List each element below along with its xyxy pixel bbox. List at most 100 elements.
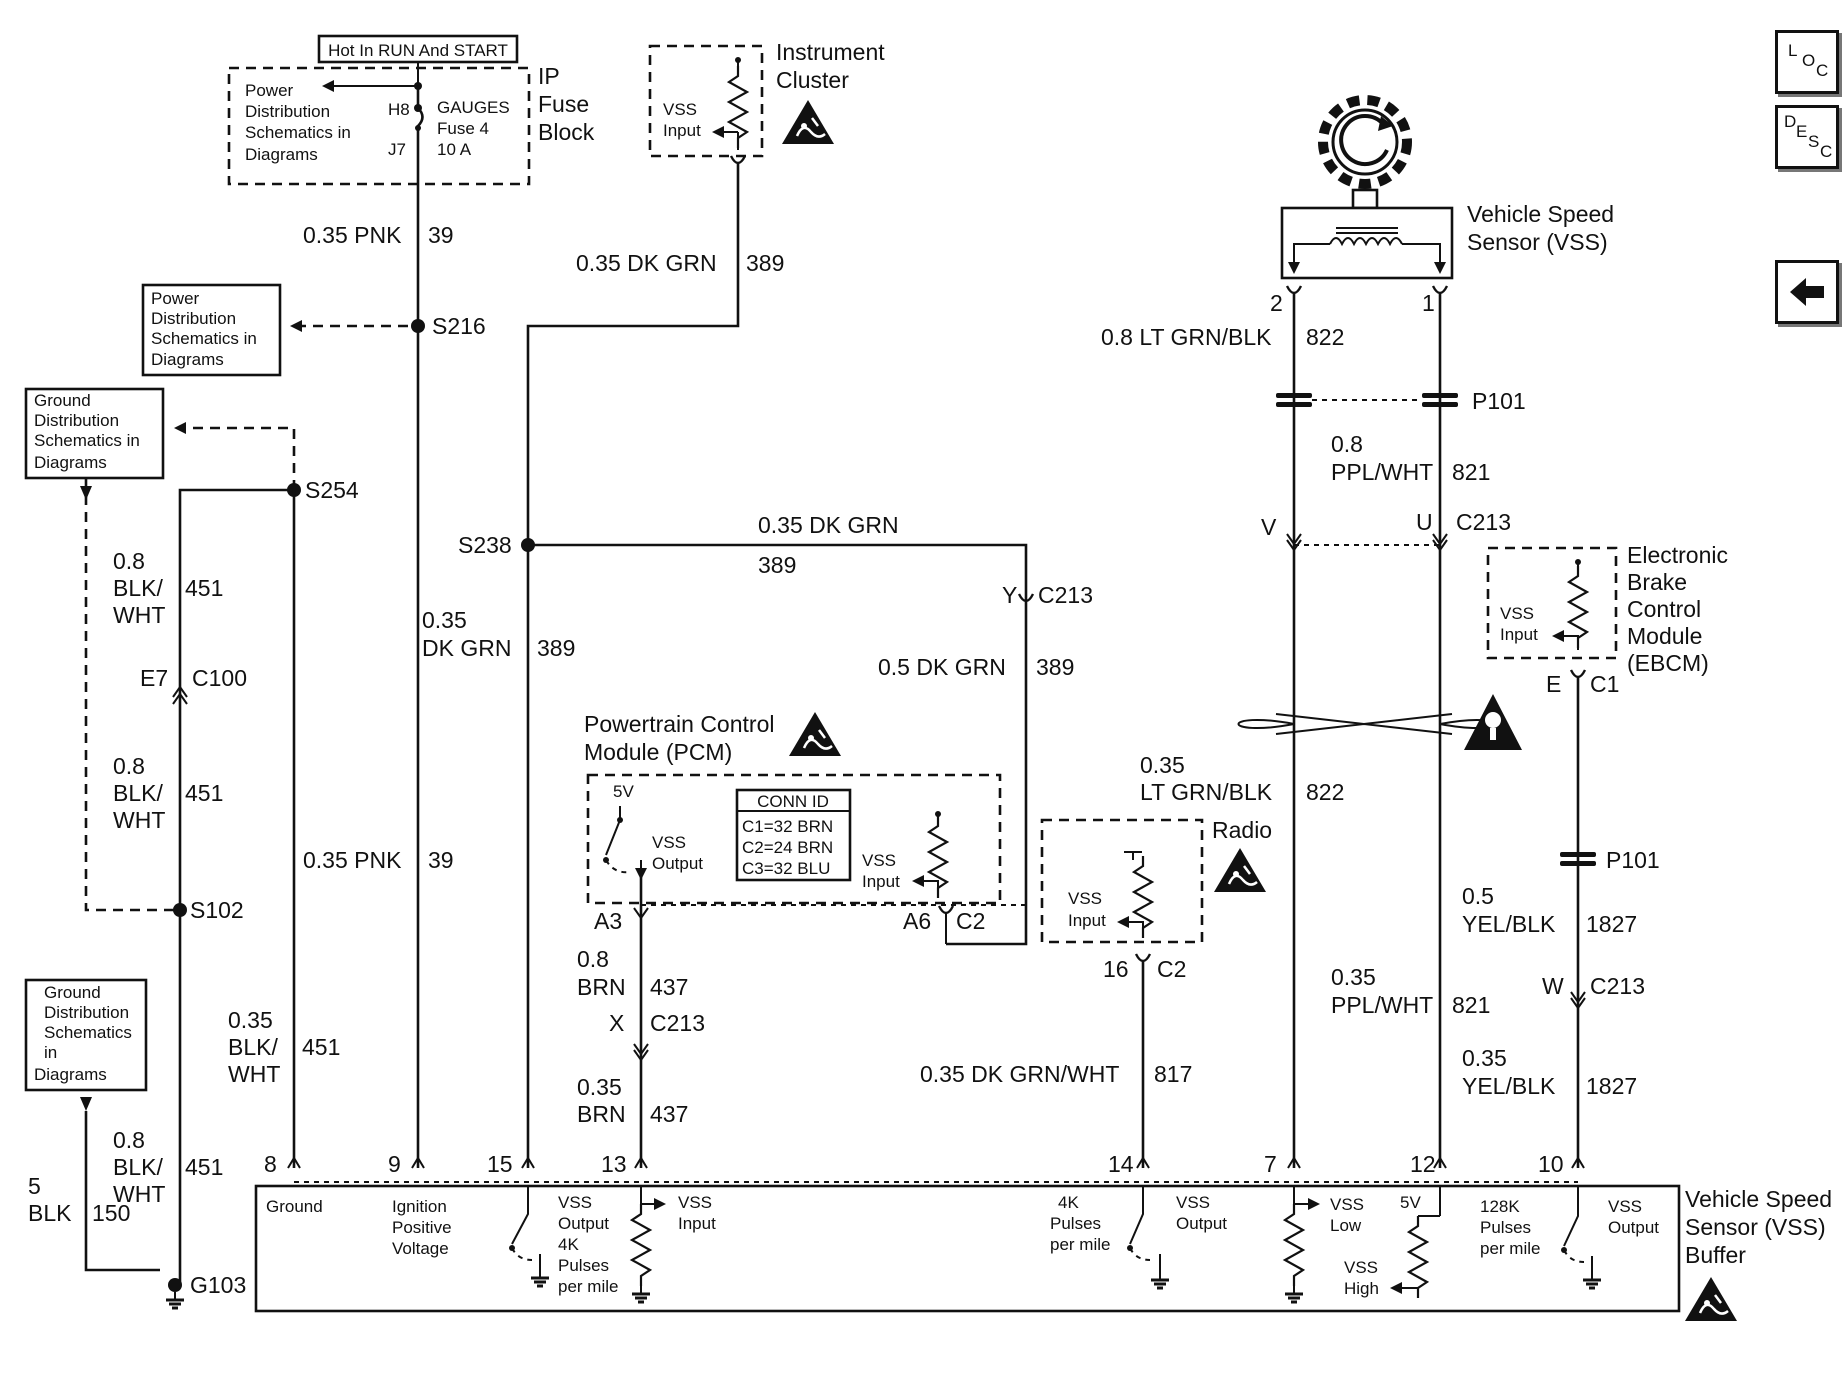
svg-text:437: 437 [650, 1101, 688, 1127]
connector-p101 [1276, 393, 1458, 407]
loc-letter: L [1788, 41, 1798, 60]
loc-button[interactable]: L O C [1775, 30, 1839, 94]
buffer-ground-label: Ground [266, 1197, 323, 1216]
svg-text:C3=32 BLU: C3=32 BLU [742, 859, 830, 878]
svg-text:Diagrams: Diagrams [34, 1065, 107, 1084]
svg-text:0.5: 0.5 [1462, 883, 1494, 909]
svg-text:Control: Control [1627, 596, 1701, 622]
svg-text:CONN ID: CONN ID [757, 792, 829, 811]
svg-text:Schematics in: Schematics in [245, 123, 351, 142]
svg-text:BLK/: BLK/ [113, 780, 163, 806]
wire-label-821-top: 0.8 PPL/WHT 821 [1331, 431, 1490, 485]
wire-number: 39 [428, 847, 454, 873]
connector-pin: W [1542, 973, 1564, 999]
svg-text:DK GRN: DK GRN [422, 635, 511, 661]
svg-text:BRN: BRN [577, 1101, 626, 1127]
connector-radio-c2 [1134, 952, 1152, 963]
wire-451-left [178, 488, 294, 1285]
svg-text:Vehicle Speed: Vehicle Speed [1685, 1186, 1832, 1212]
connector-a3 [633, 907, 649, 920]
svg-text:BLK: BLK [28, 1200, 72, 1226]
buffer-pins: 8 9 15 13 14 7 12 10 [264, 1151, 1564, 1177]
svg-text:0.35: 0.35 [228, 1007, 273, 1033]
svg-text:0.8: 0.8 [113, 1127, 145, 1153]
svg-text:VSS: VSS [1344, 1258, 1378, 1277]
switch-icon [511, 1186, 529, 1245]
wire-label-451-a: 0.8 BLK/ WHT 451 [113, 548, 223, 628]
instrument-cluster-label: Instrument Cluster [776, 39, 885, 93]
svg-text:BLK/: BLK/ [228, 1034, 278, 1060]
splice-s216 [411, 319, 425, 333]
arrow-icon [174, 422, 186, 434]
svg-text:Pulses: Pulses [1480, 1218, 1531, 1237]
svg-text:389: 389 [537, 635, 575, 661]
svg-text:Sensor (VSS): Sensor (VSS) [1467, 229, 1608, 255]
esd-sensitive-icon [787, 710, 843, 758]
svg-text:12: 12 [1410, 1151, 1436, 1177]
wire-label-389-mid: 0.35 DK GRN [758, 512, 899, 538]
svg-text:Instrument: Instrument [776, 39, 885, 65]
connector-label: C2 [956, 908, 985, 934]
svg-text:0.8: 0.8 [113, 548, 145, 574]
svg-text:0.8: 0.8 [577, 946, 609, 972]
arrow-icon [712, 126, 724, 138]
buffer-128k-label: 128K Pulses per mile [1480, 1197, 1540, 1258]
connector-pin: A6 [903, 908, 931, 934]
svg-text:0.35: 0.35 [577, 1074, 622, 1100]
svg-text:C1=32 BRN: C1=32 BRN [742, 817, 833, 836]
esd-sensitive-icon [1683, 1275, 1739, 1323]
svg-text:Input: Input [678, 1214, 716, 1233]
vss-sensor-box [1280, 206, 1454, 280]
connector-label: C213 [650, 1010, 705, 1036]
wire-label-389-05: 0.5 DK GRN [878, 654, 1006, 680]
svg-text:4K: 4K [1058, 1193, 1079, 1212]
ebcm-vss-input: VSS Input [1500, 604, 1538, 644]
switch-icon [605, 806, 621, 856]
connector-pin: A3 [594, 908, 622, 934]
connector-vss-1 [1431, 284, 1449, 295]
svg-text:0.35: 0.35 [1140, 752, 1185, 778]
svg-text:Hot In RUN And START: Hot In RUN And START [328, 41, 508, 60]
fuse-pin-h8: H8 [388, 100, 410, 119]
svg-text:WHT: WHT [113, 1181, 165, 1207]
svg-text:Fuse: Fuse [538, 91, 589, 117]
svg-text:Diagrams: Diagrams [34, 453, 107, 472]
radio-vss-input: VSS Input [1068, 889, 1106, 930]
svg-text:5: 5 [28, 1173, 41, 1199]
connector-label: C213 [1590, 973, 1645, 999]
connector-label: C100 [192, 665, 247, 691]
connector-c213-w [1570, 991, 1586, 1010]
esd-sensitive-icon [1212, 846, 1268, 894]
svg-text:Input: Input [862, 872, 900, 891]
back-button[interactable] [1775, 260, 1839, 324]
pcm-vss-output: VSS Output [652, 833, 703, 873]
voltage-label: 5V [613, 782, 634, 801]
connector-pcm-c2 [937, 904, 955, 915]
connector-p101-ebcm [1560, 852, 1596, 866]
buffer-vss-output-4k: VSS Output 4K Pulses per mile [558, 1193, 618, 1296]
buffer-vss-low: VSS Low [1330, 1195, 1364, 1235]
gds-g103-box: Ground Distribution Schematics in Diagra… [24, 978, 148, 1092]
svg-text:Powertrain Control: Powertrain Control [584, 711, 774, 737]
svg-text:Power: Power [151, 289, 200, 308]
ground-icon [164, 1290, 186, 1310]
switch-icon [1563, 1186, 1579, 1247]
svg-text:Input: Input [1500, 625, 1538, 644]
svg-text:VSS: VSS [678, 1193, 712, 1212]
svg-text:128K: 128K [1480, 1197, 1520, 1216]
wire-label-451-d: 0.8 BLK/ WHT 451 [113, 1127, 223, 1207]
desc-button[interactable]: D E S C [1775, 105, 1839, 169]
gear-sensor-icon [1318, 95, 1412, 210]
conn-id-table: CONN ID C1=32 BRN C2=24 BRN C3=32 BLU [735, 788, 852, 882]
wire-number: 822 [1306, 324, 1344, 350]
radio-label: Radio [1212, 817, 1272, 843]
svg-text:Distribution: Distribution [44, 1003, 129, 1022]
esd-sensitive-icon [780, 98, 836, 146]
svg-text:VSS: VSS [862, 851, 896, 870]
wire-label-389-left: 0.35 DK GRN 389 [422, 607, 575, 661]
svg-text:GAUGES: GAUGES [437, 98, 510, 117]
svg-text:Pulses: Pulses [1050, 1214, 1101, 1233]
connector-pin: X [609, 1010, 624, 1036]
svg-text:Input: Input [663, 121, 701, 140]
